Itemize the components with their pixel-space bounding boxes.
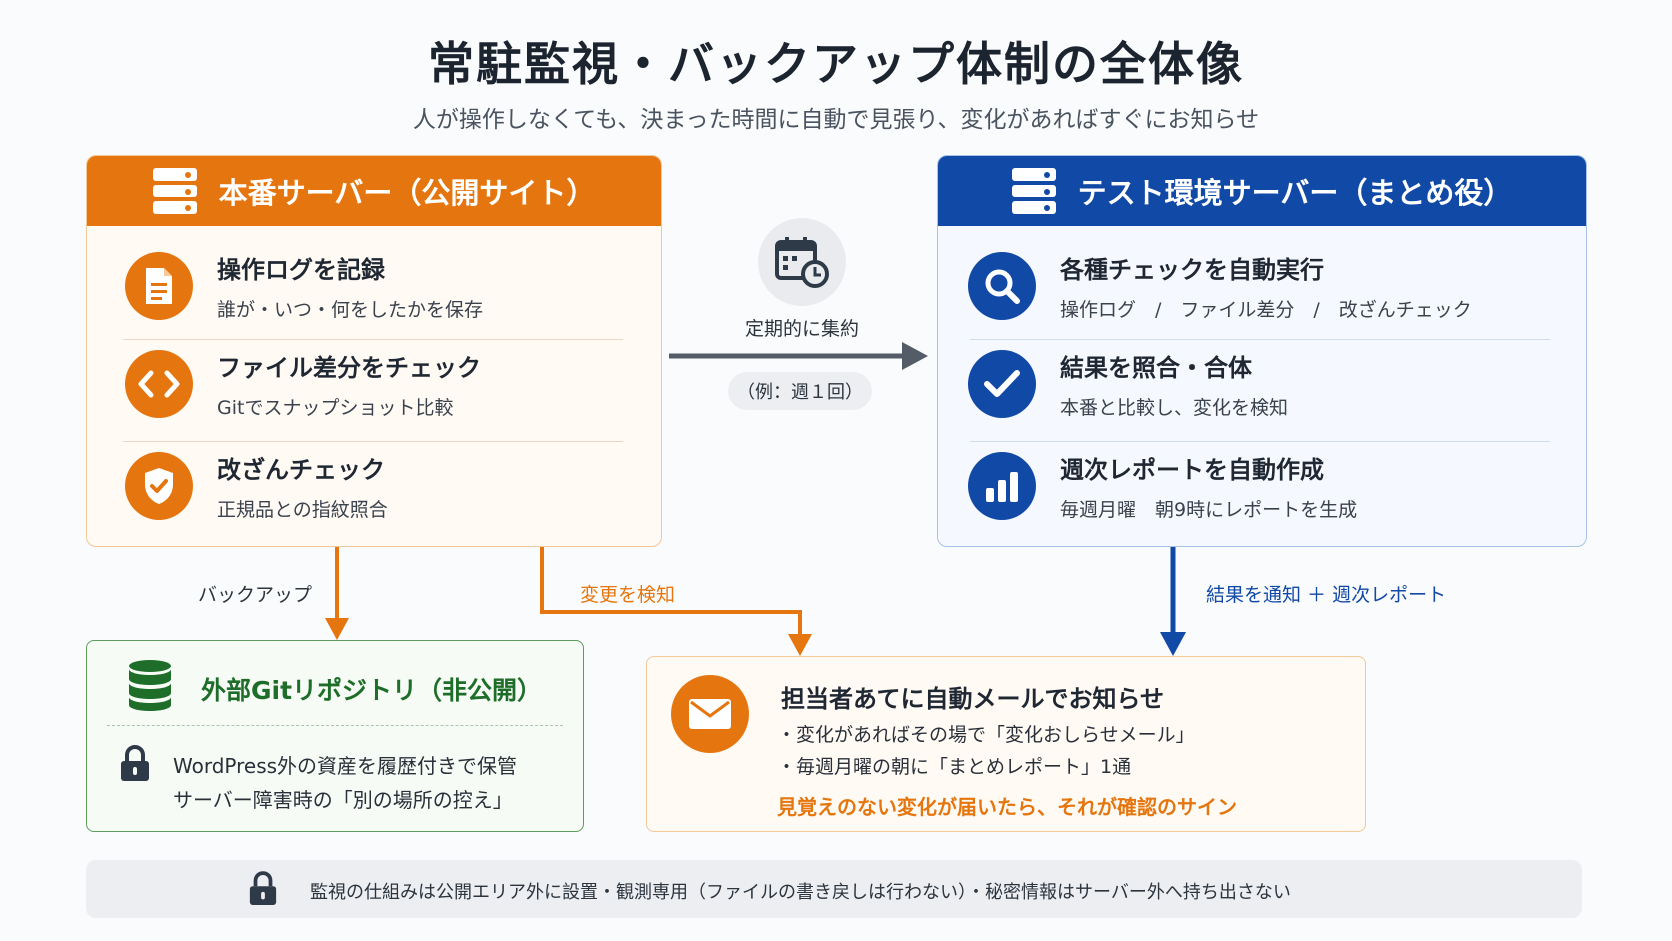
- document-icon: [125, 252, 193, 320]
- check-icon: [968, 350, 1036, 418]
- production-item-log: 操作ログを記録 誰が・いつ・何をしたかを保存: [87, 236, 483, 336]
- mail-bullet-1: ・変化があればその場で「変化おしらせメール」: [777, 724, 1195, 746]
- mail-icon: [671, 675, 749, 753]
- production-item-desc: 誰が・いつ・何をしたかを保存: [217, 299, 484, 321]
- frequency-pill: （例：週１回）: [728, 372, 872, 410]
- git-line-1: WordPress外の資産を履歴付きで保管: [173, 754, 518, 778]
- divider: [123, 339, 623, 340]
- mail-notification-box: 担当者あてに自動メールでお知らせ ・変化があればその場で「変化おしらせメール」 …: [646, 656, 1366, 832]
- aggregate-arrow: [669, 342, 928, 370]
- detect-arrow: [540, 547, 812, 656]
- server-icon: [1011, 168, 1056, 215]
- production-server-title: 本番サーバー（公開サイト）: [218, 176, 596, 210]
- lock-icon: [249, 871, 277, 905]
- test-item-run: 各種チェックを自動実行 操作ログ / ファイル差分 / 改ざんチェック: [938, 236, 1472, 336]
- database-icon: [129, 660, 171, 711]
- calendar-clock-icon: [758, 218, 846, 306]
- production-item-desc: Gitでスナップショット比較: [217, 397, 454, 419]
- mail-title: 担当者あてに自動メールでお知らせ: [781, 685, 1165, 713]
- test-item-title: 各種チェックを自動実行: [1060, 256, 1324, 284]
- test-item-desc: 操作ログ / ファイル差分 / 改ざんチェック: [1060, 299, 1472, 321]
- production-item-desc: 正規品との指紋照合: [217, 499, 388, 521]
- divider: [123, 441, 623, 442]
- git-title: 外部Gitリポジトリ（非公開）: [201, 676, 543, 705]
- test-item-report: 週次レポートを自動作成 毎週月曜 朝9時にレポートを生成: [938, 436, 1357, 536]
- production-server-header: 本番サーバー（公開サイト）: [87, 156, 661, 226]
- lock-icon: [121, 745, 149, 781]
- backup-label: バックアップ: [198, 584, 313, 606]
- test-item-desc: 毎週月曜 朝9時にレポートを生成: [1060, 499, 1358, 521]
- test-server-panel: テスト環境サーバー（まとめ役） 各種チェックを自動実行 操作ログ / ファイル差…: [937, 155, 1587, 547]
- production-item-title: 改ざんチェック: [217, 456, 385, 484]
- production-server-panel: 本番サーバー（公開サイト） 操作ログを記録 誰が・いつ・何をしたかを保存 ファイ…: [86, 155, 662, 547]
- shield-check-icon: [125, 452, 193, 520]
- footer-bar: 監視の仕組みは公開エリア外に設置・観測専用（ファイルの書き戻しは行わない）・秘密…: [86, 860, 1582, 918]
- page-title: 常駐監視・バックアップ体制の全体像: [428, 37, 1244, 91]
- test-item-desc: 本番と比較し、変化を検知: [1060, 397, 1289, 419]
- git-description: WordPress外の資産を履歴付きで保管 サーバー障害時の「別の場所の控え」: [173, 749, 517, 817]
- mail-bullets: ・変化があればその場で「変化おしらせメール」 ・毎週月曜の朝に「まとめレポート」…: [777, 719, 1195, 783]
- git-repository-box: 外部Gitリポジトリ（非公開） WordPress外の資産を履歴付きで保管 サー…: [86, 640, 584, 832]
- notify-arrow: [1160, 547, 1186, 656]
- aggregate-label: 定期的に集約: [744, 318, 859, 340]
- server-icon: [152, 168, 197, 215]
- backup-arrow: [325, 547, 349, 640]
- detect-label: 変更を検知: [580, 584, 676, 606]
- test-server-header: テスト環境サーバー（まとめ役）: [938, 156, 1586, 226]
- production-item-tamper: 改ざんチェック 正規品との指紋照合: [87, 436, 388, 536]
- mail-note: 見覚えのない変化が届いたら、それが確認のサイン: [777, 795, 1237, 819]
- page-subtitle: 人が操作しなくても、決まった時間に自動で見張り、変化があればすぐにお知らせ: [412, 107, 1260, 133]
- divider: [107, 725, 563, 726]
- divider: [970, 441, 1550, 442]
- search-icon: [968, 252, 1036, 320]
- mail-bullet-2: ・毎週月曜の朝に「まとめレポート」1通: [777, 756, 1132, 778]
- test-item-title: 週次レポートを自動作成: [1060, 456, 1324, 484]
- production-item-title: ファイル差分をチェック: [217, 354, 481, 382]
- test-server-title: テスト環境サーバー（まとめ役）: [1077, 176, 1513, 210]
- production-item-diff: ファイル差分をチェック Gitでスナップショット比較: [87, 334, 481, 434]
- production-item-title: 操作ログを記録: [217, 256, 385, 284]
- bar-chart-icon: [968, 452, 1036, 520]
- footer-text: 監視の仕組みは公開エリア外に設置・観測専用（ファイルの書き戻しは行わない）・秘密…: [310, 882, 1291, 903]
- test-item-title: 結果を照合・合体: [1060, 354, 1252, 382]
- test-item-merge: 結果を照合・合体 本番と比較し、変化を検知: [938, 334, 1288, 434]
- divider: [970, 339, 1550, 340]
- notify-label: 結果を通知 ＋ 週次レポート: [1206, 584, 1447, 606]
- code-icon: [125, 350, 193, 418]
- git-line-2: サーバー障害時の「別の場所の控え」: [173, 788, 513, 812]
